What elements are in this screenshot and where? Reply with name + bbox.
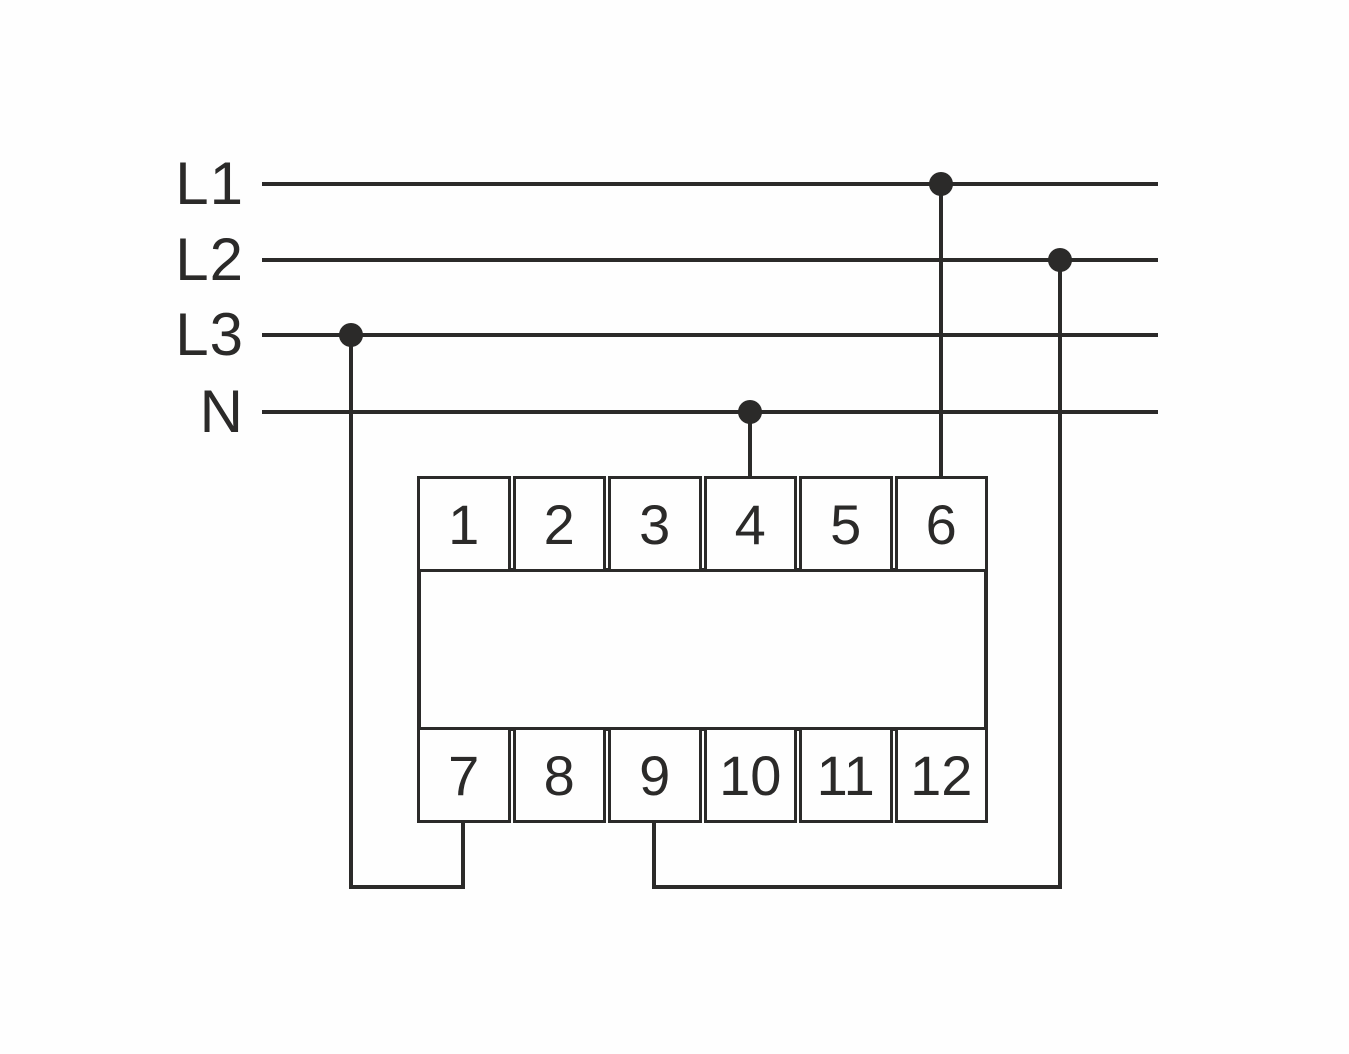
terminal-6: 6 [894,476,988,572]
terminal-9: 9 [608,727,702,823]
device-body [417,568,988,731]
wire-l3-to-terminal-7-run [349,885,465,889]
wire-terminal-7-stub [461,821,465,889]
terminal-2: 2 [512,476,606,572]
bus-line-l3 [262,333,1158,337]
bus-label-n: N [199,378,244,445]
wire-l3-down [349,334,353,889]
junction-dot-l2 [1048,248,1072,272]
junction-dot-l1 [929,172,953,196]
bus-line-l2 [262,258,1158,262]
wire-terminal-9-stub [652,821,656,889]
terminal-row-top: 1 2 3 4 5 6 [417,476,988,572]
terminal-10: 10 [703,727,797,823]
terminal-5: 5 [799,476,893,572]
terminal-11: 11 [799,727,893,823]
wire-n-to-terminal-4 [748,411,752,479]
junction-dot-l3 [339,323,363,347]
junction-dot-n [738,400,762,424]
bus-line-l1 [262,182,1158,186]
terminal-8: 8 [512,727,606,823]
terminal-3: 3 [608,476,702,572]
terminal-4: 4 [703,476,797,572]
bus-line-n [262,410,1158,414]
terminal-12: 12 [894,727,988,823]
terminal-row-bottom: 7 8 9 10 11 12 [417,727,988,823]
terminal-1: 1 [417,476,511,572]
terminal-7: 7 [417,727,511,823]
bus-label-l1: L1 [175,150,244,217]
wire-l1-to-terminal-6 [939,183,943,478]
bus-label-l3: L3 [175,301,244,368]
wire-l2-to-terminal-9-run [652,885,1062,889]
wire-l2-down [1058,259,1062,889]
bus-label-l2: L2 [175,226,244,293]
